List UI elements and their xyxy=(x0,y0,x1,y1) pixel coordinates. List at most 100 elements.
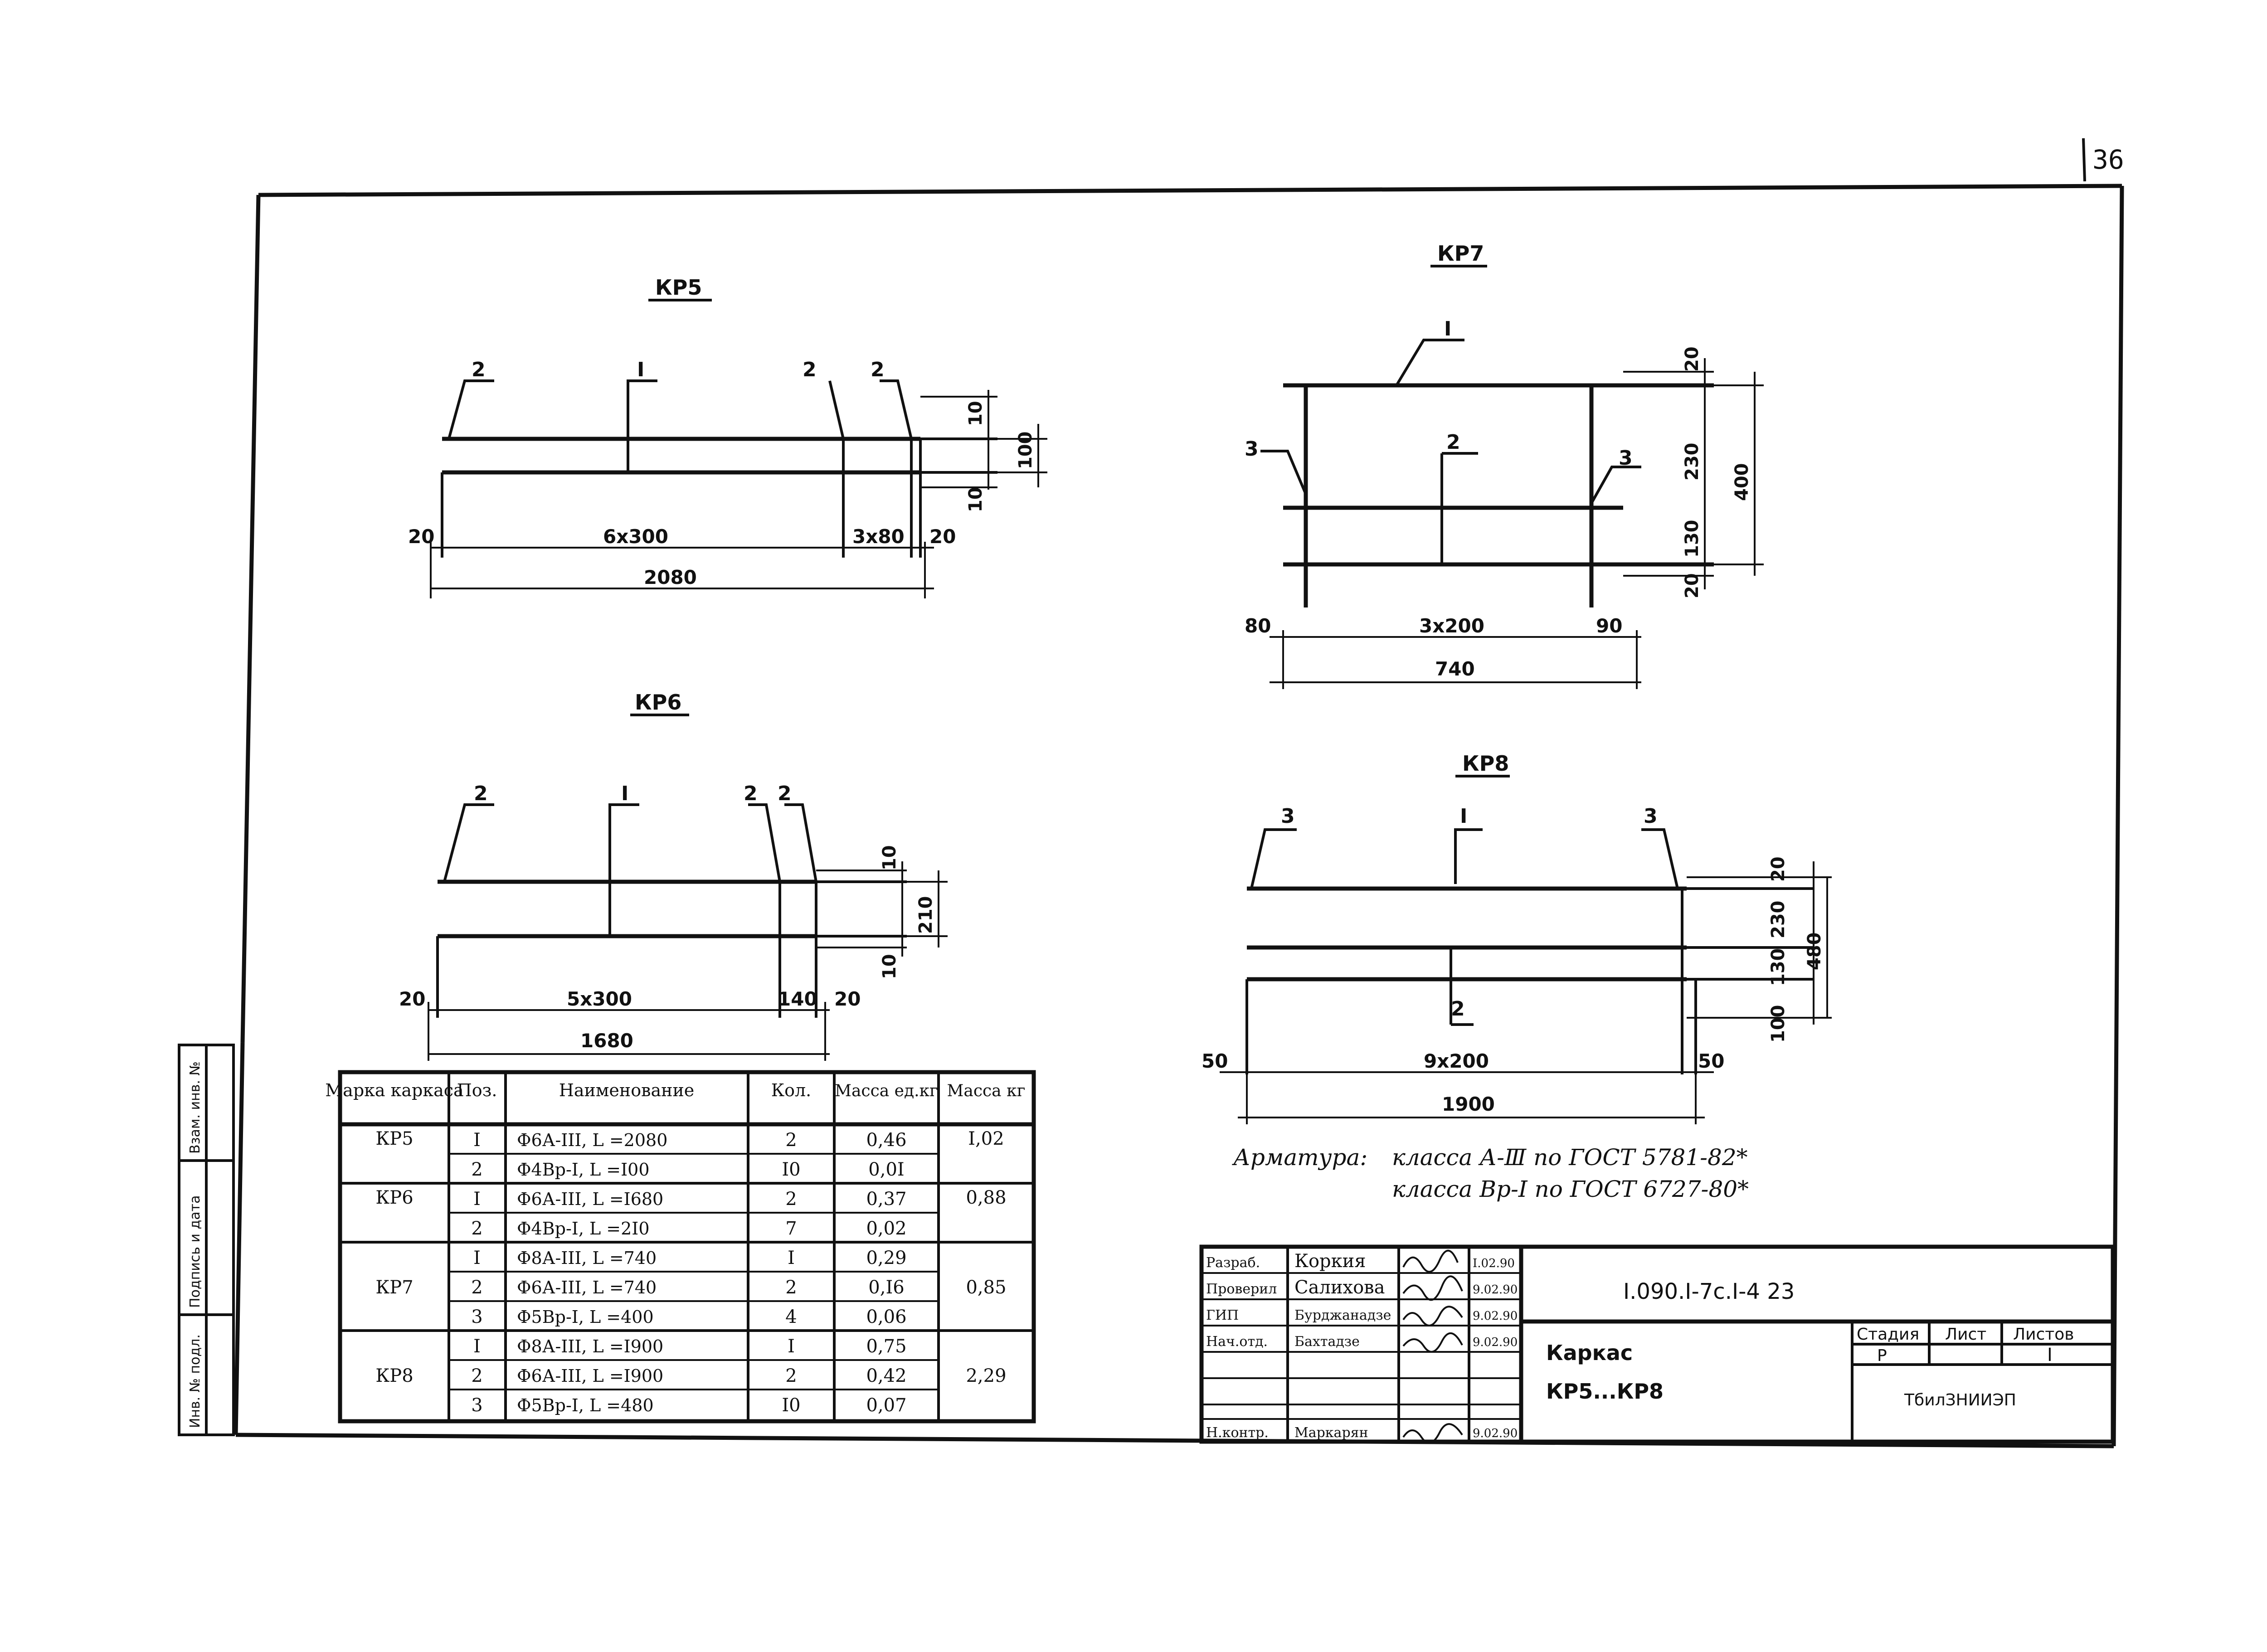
date-checker: 9.02.90 xyxy=(1473,1283,1518,1297)
spec-cell-qty: 2 xyxy=(785,1365,797,1386)
spec-header-mass: Масса кг xyxy=(947,1082,1026,1100)
kp8-dim-right-2: 230 xyxy=(1768,901,1789,939)
drawing-kp8: КР8 3 I 3 2 20 230 130 100 480 50 9х200 xyxy=(1202,751,1832,1124)
stage-label: Стадия xyxy=(1857,1325,1919,1344)
role-head-dept: Нач.отд. xyxy=(1206,1334,1268,1350)
spec-mark-kp5: КР5 xyxy=(375,1128,413,1149)
spec-cell-name: Ф8А-III, L =740 xyxy=(517,1248,657,1268)
strip-sign-date: Подпись и дата xyxy=(187,1195,203,1308)
spec-header-unit-mass: Масса ед.кг xyxy=(835,1082,938,1100)
spec-cell-qty: I0 xyxy=(782,1395,800,1416)
spec-cell-name: Ф5Вр-I, L =400 xyxy=(517,1307,654,1327)
kp5-dim-bottom-1: 20 xyxy=(408,525,434,548)
date-developer: I.02.90 xyxy=(1473,1257,1515,1270)
spec-cell-qty: 2 xyxy=(785,1277,797,1298)
signature-chief xyxy=(1402,1306,1463,1326)
kp7-dim-bottom-3: 90 xyxy=(1596,615,1622,637)
spec-cell-mass: 0,42 xyxy=(866,1365,906,1386)
spec-cell-qty: 7 xyxy=(785,1218,797,1239)
note-line-1: класса А-Ⅲ по ГОСТ 5781-82* xyxy=(1392,1144,1748,1171)
kp7-dim-right-2: 230 xyxy=(1682,443,1703,481)
kp6-dim-right-total: 210 xyxy=(915,896,936,934)
role-checker: Проверил xyxy=(1206,1281,1277,1297)
spec-header-mark: Марка каркаса xyxy=(325,1080,463,1100)
kp5-dim-bottom-3: 3х80 xyxy=(852,525,905,548)
spec-mark-kp6: КР6 xyxy=(375,1187,413,1208)
sheets-label: Листов xyxy=(2013,1325,2074,1344)
kp7-dim-right-4: 20 xyxy=(1682,573,1703,598)
spec-cell-pos: 2 xyxy=(471,1365,482,1386)
kp7-label-pos3-right: 3 xyxy=(1619,447,1633,470)
kp5-title: КР5 xyxy=(655,275,702,300)
note-line-2: класса Вр-Ⅰ по ГОСТ 6727-80* xyxy=(1392,1176,1749,1202)
spec-cell-name: Ф6А-III, L =I900 xyxy=(517,1366,663,1386)
kp6-dim-bottom-1: 20 xyxy=(399,988,425,1010)
kp6-title: КР6 xyxy=(635,690,681,714)
role-developer: Разраб. xyxy=(1206,1255,1260,1271)
table-row: I Ф6А-III, L =2080 2 0,46 xyxy=(473,1130,906,1151)
kp6-dim-right-bottom: 10 xyxy=(879,954,900,979)
table-row: I Ф6А-III, L =I680 2 0,37 xyxy=(473,1189,906,1210)
kp8-label-pos2: 2 xyxy=(1451,997,1465,1020)
spec-cell-qty: 2 xyxy=(785,1130,797,1151)
spec-total-kp8: 2,29 xyxy=(966,1365,1006,1386)
spec-cell-pos: I xyxy=(473,1336,481,1357)
drawing-kp6: КР6 2 I 2 2 10 210 10 20 5х300 140 20 xyxy=(399,690,948,1061)
kp7-dim-bottom-2: 3х200 xyxy=(1419,615,1484,637)
signature-head xyxy=(1402,1332,1463,1353)
kp5-dim-bottom-4: 20 xyxy=(929,525,956,548)
kp5-dim-right-top: 10 xyxy=(965,401,986,426)
kp5-dim-right-total: 100 xyxy=(1015,432,1036,470)
spec-cell-pos: 2 xyxy=(471,1159,482,1180)
spec-cell-qty: I xyxy=(788,1248,795,1268)
title-block: I.090.I-7с.I-4 23 Разраб. Проверил ГИП Н… xyxy=(1199,1244,2115,1444)
spec-cell-pos: I xyxy=(473,1248,481,1268)
drawing-kp7: КР7 I 3 2 3 20 230 130 20 400 80 3х200 9… xyxy=(1245,241,1764,689)
spec-cell-name: Ф8А-III, L =I900 xyxy=(517,1336,663,1356)
spec-cell-name: Ф6А-III, L =2080 xyxy=(517,1130,667,1150)
name-checker: Салихова xyxy=(1294,1277,1385,1298)
reinforcement-notes: Арматура: класса А-Ⅲ по ГОСТ 5781-82* кл… xyxy=(1232,1144,1749,1202)
spec-cell-name: Ф6А-III, L =I680 xyxy=(517,1189,663,1209)
spec-cell-qty: 4 xyxy=(785,1307,797,1327)
kp8-dim-bottom-1: 50 xyxy=(1202,1050,1228,1072)
table-row: I Ф8А-III, L =I900 I 0,75 xyxy=(473,1336,906,1357)
spec-cell-pos: 2 xyxy=(471,1218,482,1239)
spec-cell-mass: 0,I6 xyxy=(868,1277,904,1298)
spec-cell-name: Ф6А-III, L =740 xyxy=(517,1278,657,1297)
kp6-label-pos2-mid: 2 xyxy=(744,782,758,805)
spec-cell-qty: I xyxy=(788,1336,795,1357)
sheets-value: I xyxy=(2047,1345,2053,1365)
spec-cell-name: Ф5Вр-I, L =480 xyxy=(517,1395,654,1415)
left-binding-strip: Инв. № подл. Подпись и дата Взам. инв. № xyxy=(178,1044,235,1436)
spec-cell-mass: 0,06 xyxy=(866,1307,906,1327)
kp7-label-pos2: 2 xyxy=(1446,431,1460,454)
spec-total-kp7: 0,85 xyxy=(966,1277,1006,1298)
kp8-label-pos3-left: 3 xyxy=(1281,805,1295,828)
spec-cell-qty: I0 xyxy=(782,1159,800,1180)
kp6-label-pos2-left: 2 xyxy=(474,782,488,805)
kp6-label-pos1: I xyxy=(621,782,628,805)
name-chief-engineer: Бурджанадзе xyxy=(1294,1307,1391,1323)
spec-cell-qty: 2 xyxy=(785,1189,797,1210)
name-head-dept: Бахтадзе xyxy=(1294,1334,1360,1350)
table-row: 2 Ф4Вр-I, L =I00 I0 0,0I xyxy=(471,1159,904,1180)
table-row: 2 Ф6А-III, L =740 2 0,I6 xyxy=(471,1277,904,1298)
name-developer: Коркия xyxy=(1294,1251,1366,1272)
date-head-dept: 9.02.90 xyxy=(1473,1336,1518,1349)
role-chief-engineer: ГИП xyxy=(1206,1307,1239,1323)
spec-cell-mass: 0,75 xyxy=(866,1336,906,1357)
kp5-dim-bottom-2: 6х300 xyxy=(603,525,668,548)
kp8-title: КР8 xyxy=(1462,751,1509,776)
spec-mark-kp7: КР7 xyxy=(375,1277,413,1298)
spec-cell-pos: I xyxy=(473,1189,481,1210)
kp6-dim-bottom-3: 140 xyxy=(778,988,817,1010)
kp7-dim-overall: 740 xyxy=(1435,658,1475,680)
kp6-dim-right-top: 10 xyxy=(879,845,900,870)
spec-cell-mass: 0,07 xyxy=(866,1395,906,1416)
spec-cell-pos: 3 xyxy=(471,1395,482,1416)
signature-norm xyxy=(1402,1423,1463,1444)
kp5-label-pos2-left: 2 xyxy=(472,358,486,381)
kp8-dim-bottom-2: 9х200 xyxy=(1424,1050,1489,1072)
